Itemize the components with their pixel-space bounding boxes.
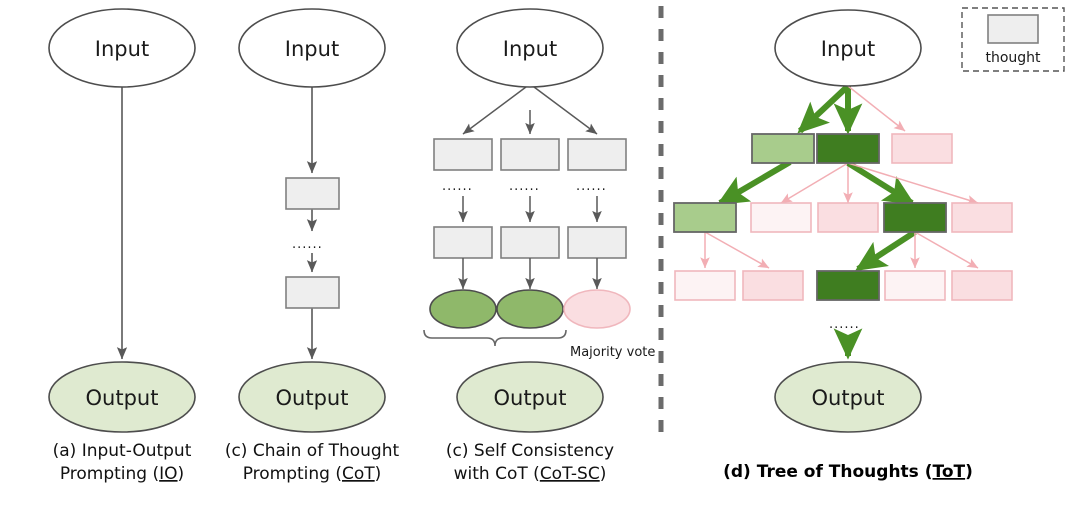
tot-edge-input-r1c1 xyxy=(797,83,851,134)
tot-output-label: Output xyxy=(812,386,885,410)
tot-node-r2c3-pink xyxy=(817,202,879,233)
cotsc-result-1-green xyxy=(429,289,497,329)
tot-caption: (d) Tree of Thoughts (ToT) xyxy=(723,462,973,482)
tot-node-r1c2-green-strong xyxy=(816,133,880,164)
cotsc-dots-1: ...... xyxy=(442,179,473,194)
cot-caption-line2: Prompting (CoT) xyxy=(243,464,382,484)
io-output-node xyxy=(48,361,196,433)
tot-node-r3c3-green-strong xyxy=(816,270,880,301)
tot-node-r2c2-pink-pale xyxy=(750,202,812,233)
tot-node-r3c1-pink-pale xyxy=(674,270,736,301)
cotsc-caption-line1: (c) Self Consistency xyxy=(446,441,614,461)
cotsc-chain-2: ...... xyxy=(496,138,564,329)
tot-input-node xyxy=(774,9,922,87)
io-input-label: Input xyxy=(95,37,149,61)
tot-edge-r2c4-r3c5 xyxy=(914,231,979,269)
cotsc-dots-2: ...... xyxy=(509,179,540,194)
cotsc-result-2-green xyxy=(496,289,564,329)
tot-output-node xyxy=(774,361,922,433)
panel-cot-sc: Input ...... ...... ...... xyxy=(423,8,655,484)
cotsc-input-label: Input xyxy=(503,37,557,61)
cot-caption-line1: (c) Chain of Thought xyxy=(225,441,400,461)
cot-caption-pre: Prompting ( xyxy=(243,464,342,484)
io-caption-abbr: IO xyxy=(159,464,177,484)
tot-node-r3c5-pink xyxy=(951,270,1013,301)
tot-edge-r2c4-r3c3 xyxy=(854,229,917,272)
tot-caption-post: ) xyxy=(965,462,973,482)
tot-node-r1c3-pink xyxy=(891,133,953,164)
cotsc-caption-post: ) xyxy=(600,464,607,484)
io-caption-pre: Prompting ( xyxy=(60,464,159,484)
tot-input-label: Input xyxy=(821,37,875,61)
cotsc-input-node xyxy=(456,8,604,88)
panel-cot: Input ...... Output (c) Chain of Thought… xyxy=(225,8,400,484)
cotsc-caption-abbr: CoT-SC xyxy=(540,464,600,484)
cotsc-result-3-pink xyxy=(563,289,631,329)
cot-caption-post: ) xyxy=(375,464,382,484)
tot-node-r2c5-pink xyxy=(951,202,1013,233)
tot-edge-r1c2-r2c5 xyxy=(847,162,979,205)
cotsc-caption-pre: with CoT ( xyxy=(454,464,540,484)
cotsc-edge-input-chain1 xyxy=(462,83,531,135)
cotsc-chain-1: ...... xyxy=(429,138,497,329)
legend-thought-box-icon xyxy=(987,14,1039,44)
cot-caption-abbr: CoT xyxy=(342,464,375,484)
cot-thought-box-1 xyxy=(285,177,340,210)
tot-node-r3c2-pink xyxy=(742,270,804,301)
cot-input-label: Input xyxy=(285,37,339,61)
tot-node-r1c1-green-light xyxy=(751,133,815,164)
panel-tot: Input ...... Output (d) Tree of Thoughts… xyxy=(673,7,1065,482)
tot-node-r2c4-green-strong xyxy=(883,202,947,233)
tot-edge-r2c1-r3c2 xyxy=(704,231,770,269)
cotsc-thought-box-3b xyxy=(567,226,627,259)
cotsc-thought-box-1b xyxy=(433,226,493,259)
cotsc-output-node xyxy=(456,361,604,433)
cotsc-output-label: Output xyxy=(494,386,567,410)
cotsc-thought-box-2b xyxy=(500,226,560,259)
tot-caption-abbr: ToT xyxy=(933,462,966,482)
panel-io: Input Output (a) Input-Output Prompting … xyxy=(48,8,196,484)
tot-node-r3c4-pink-pale xyxy=(884,270,946,301)
io-caption-line2: Prompting (IO) xyxy=(60,464,184,484)
tot-dots: ...... xyxy=(829,317,860,332)
io-caption-post: ) xyxy=(178,464,185,484)
cotsc-majority-brace xyxy=(423,329,567,347)
legend: thought xyxy=(961,7,1065,72)
cotsc-caption-line2: with CoT (CoT-SC) xyxy=(454,464,607,484)
cot-input-node xyxy=(238,8,386,88)
tot-edge-r1c2-r2c4 xyxy=(846,160,916,206)
io-caption-line1: (a) Input-Output xyxy=(53,441,192,461)
cot-dots: ...... xyxy=(292,237,323,252)
cot-output-label: Output xyxy=(276,386,349,410)
tot-edge-input-r1c3 xyxy=(847,85,906,132)
cotsc-dots-3: ...... xyxy=(576,179,607,194)
cotsc-thought-box-1a xyxy=(433,138,493,171)
tot-caption-pre: (d) Tree of Thoughts ( xyxy=(723,462,932,482)
tot-edge-r1c1-r2c1 xyxy=(716,159,792,206)
cotsc-chain-3: ...... xyxy=(563,138,631,329)
tot-edge-r1c2-r2c2 xyxy=(780,162,849,204)
cot-thought-box-2 xyxy=(285,276,340,309)
legend-thought-label: thought xyxy=(985,50,1041,66)
cotsc-thought-box-2a xyxy=(500,138,560,171)
cotsc-thought-box-3a xyxy=(567,138,627,171)
cotsc-majority-vote-label: Majority vote xyxy=(570,345,655,360)
tot-node-r2c1-green-light xyxy=(673,202,737,233)
io-output-label: Output xyxy=(86,386,159,410)
cotsc-edge-input-chain3 xyxy=(529,83,598,135)
io-input-node xyxy=(48,8,196,88)
cot-output-node xyxy=(238,361,386,433)
